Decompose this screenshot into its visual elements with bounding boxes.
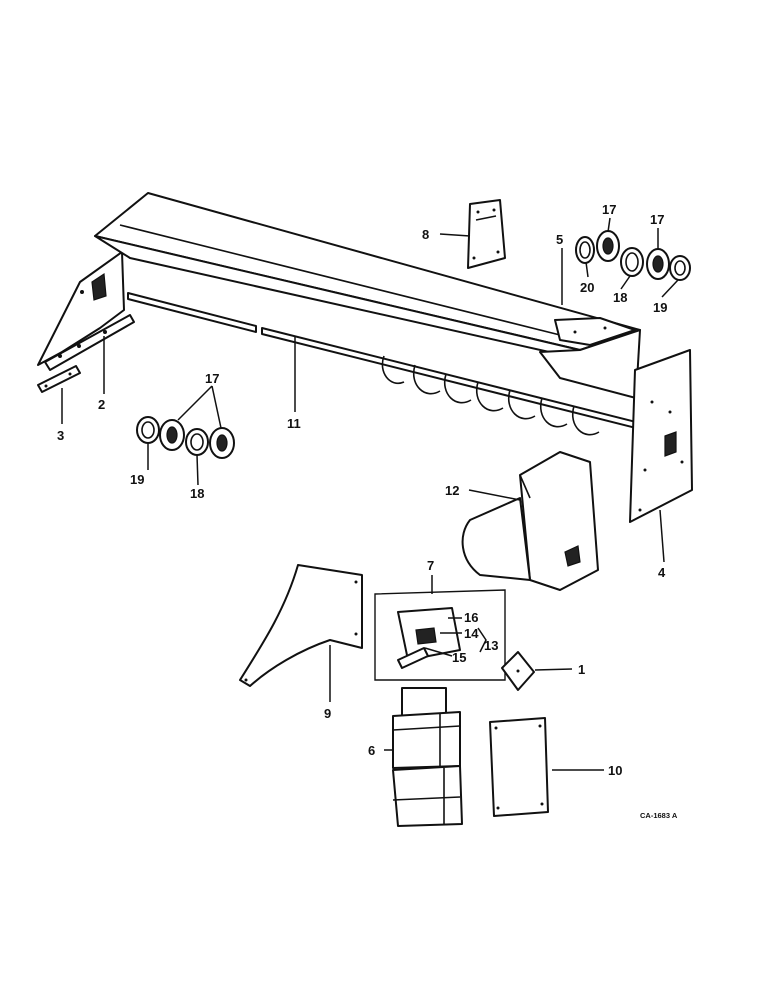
callout-2: 2 [98,397,105,412]
shield [239,564,363,687]
bracket [467,199,506,269]
callout-17-right-b: 17 [650,212,664,227]
callout-12: 12 [445,483,459,498]
callout-10: 10 [608,763,622,778]
auger-flighting [381,355,600,436]
spout-housing [461,451,599,591]
stacked-blocks [392,687,463,827]
callout-19-right: 19 [653,300,667,315]
callout-13: 13 [484,638,498,653]
bearing-set-left [136,416,235,459]
callout-16: 16 [464,610,478,625]
right-end-plate [629,349,693,523]
callout-17-left: 17 [205,371,219,386]
callout-5: 5 [556,232,563,247]
callout-8: 8 [422,227,429,242]
callout-6: 6 [368,743,375,758]
callout-19-left: 19 [130,472,144,487]
callout-1: 1 [578,662,585,677]
kit-box [374,589,506,681]
callout-20: 20 [580,280,594,295]
auger-trough [94,192,641,399]
figure-code: CA-1683 A [640,811,678,820]
callout-14: 14 [464,626,479,641]
callout-9: 9 [324,706,331,721]
leader-lines [61,217,679,771]
callout-15: 15 [452,650,466,665]
left-end-plate [37,251,135,371]
callout-18-right: 18 [613,290,627,305]
callout-18-left: 18 [190,486,204,501]
callout-3: 3 [57,428,64,443]
bearing-set-right [575,230,691,281]
callout-11: 11 [287,416,301,431]
callout-17-right-a: 17 [602,202,616,217]
small-square-plate [501,651,535,691]
callout-labels: 1 2 3 4 5 6 7 8 9 10 11 12 13 14 15 16 1… [57,202,678,820]
small-plate [37,365,81,393]
panel [489,717,549,817]
callout-7: 7 [427,558,434,573]
auger-shaft [127,292,661,436]
callout-4: 4 [658,565,666,580]
